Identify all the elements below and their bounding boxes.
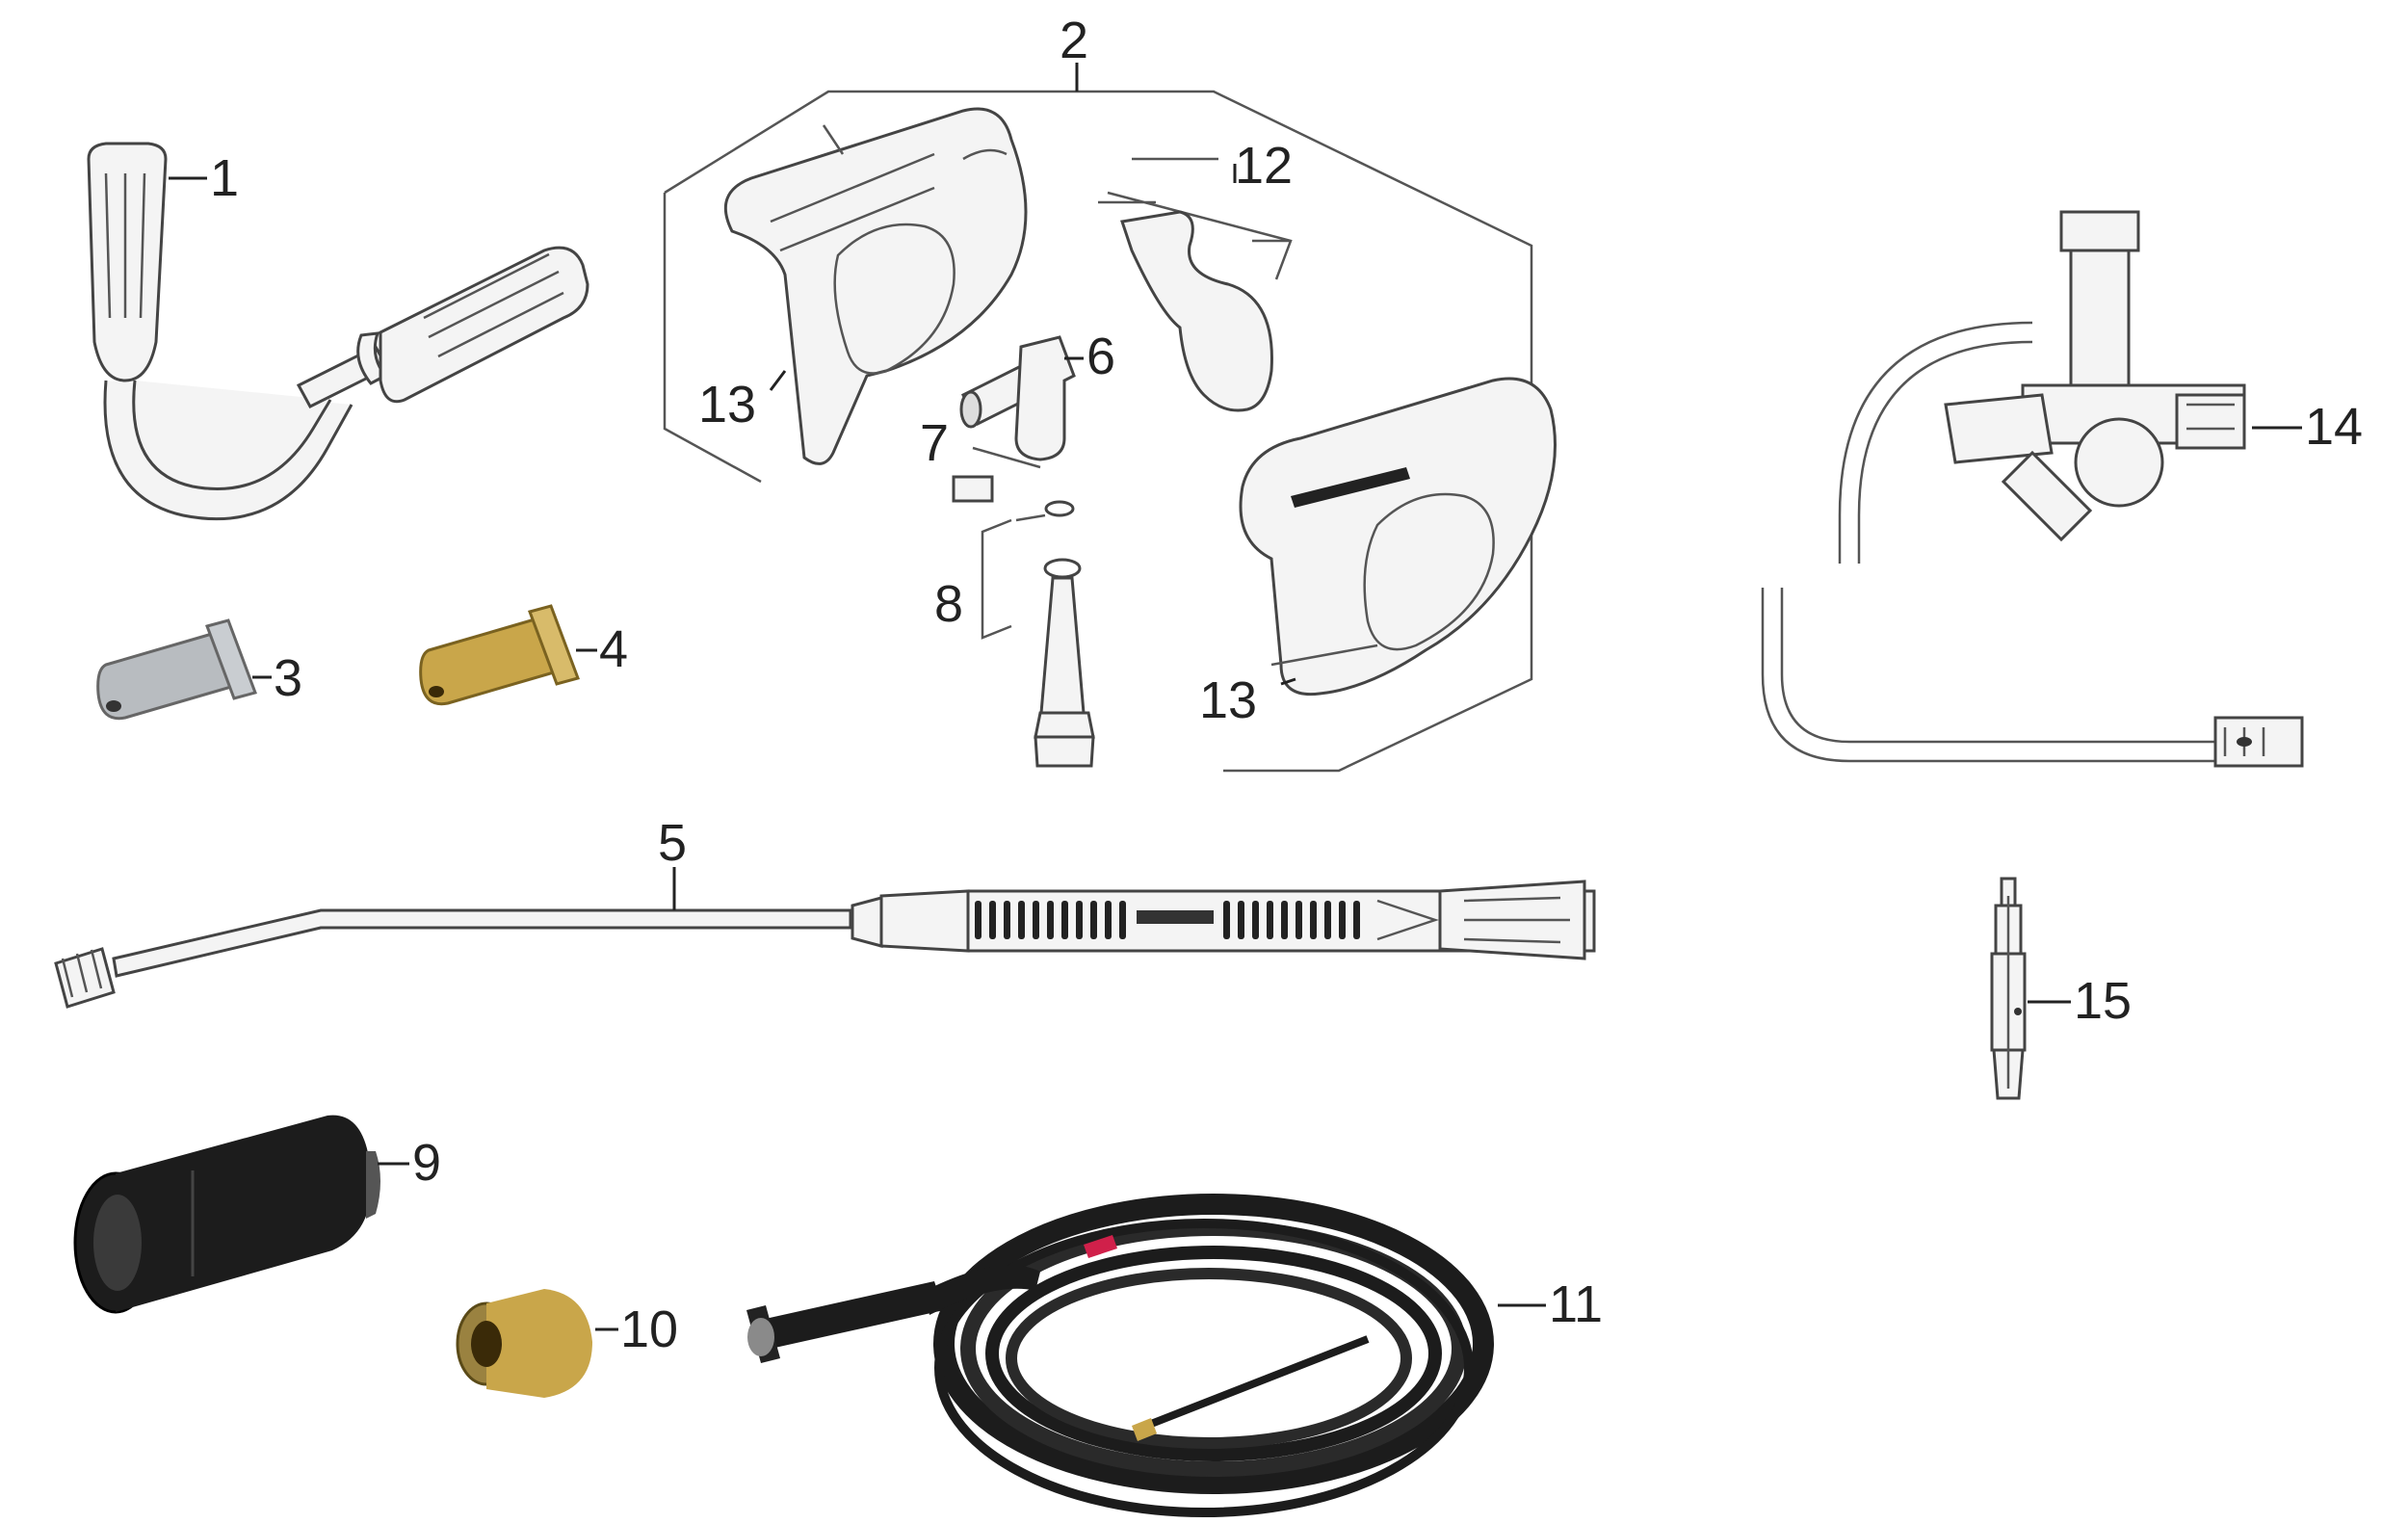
gun-valve-icon <box>981 518 1095 768</box>
callout-5: 5 <box>658 814 687 872</box>
callout-4: 4 <box>599 620 628 678</box>
trigger-gun-kit-icon <box>663 63 1533 773</box>
callout-13a: 13 <box>698 376 756 434</box>
spray-lance-icon <box>54 880 1596 1009</box>
callout-12: 12 <box>1235 137 1293 195</box>
callout-11: 11 <box>1549 1275 1603 1333</box>
callout-9: 9 <box>412 1134 441 1192</box>
leader-line <box>769 370 787 391</box>
trigger-icon <box>1098 157 1293 412</box>
rotary-nozzle-icon <box>73 1115 380 1314</box>
pipe-cleaning-hose-icon <box>746 1194 1494 1517</box>
callout-3: 3 <box>274 649 302 707</box>
callout-10: 10 <box>620 1301 678 1358</box>
pipe-cleaning-nozzle-icon <box>456 1289 592 1398</box>
callout-7: 7 <box>920 414 949 472</box>
callout-13b: 13 <box>1199 671 1257 729</box>
callout-15: 15 <box>2074 972 2132 1030</box>
o-ring-icon <box>952 446 1075 522</box>
gun-handle-icon <box>1239 377 1557 696</box>
steel-nozzle-icon <box>96 618 257 721</box>
curved-lance-cutaway-icon <box>1761 210 2304 768</box>
callout-1: 1 <box>210 149 239 207</box>
flexible-lance-icon <box>87 142 589 521</box>
brass-nozzle-icon <box>419 604 580 706</box>
leader-line <box>1280 677 1296 686</box>
lance-valve-cutaway-icon <box>1990 877 2027 1100</box>
callout-8: 8 <box>934 575 963 633</box>
callout-6: 6 <box>1086 328 1115 385</box>
callout-14: 14 <box>2305 398 2363 456</box>
callout-2: 2 <box>1060 12 1088 69</box>
gun-handle-icon <box>723 107 1028 465</box>
gun-elbow-icon <box>959 335 1076 461</box>
